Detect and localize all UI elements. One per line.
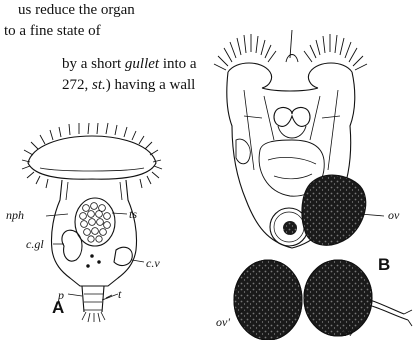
figure-a-cilia: [22, 123, 162, 188]
figure-b-drawing: [214, 30, 412, 340]
leader-p: [68, 294, 82, 296]
leader-nph: [46, 214, 68, 216]
figure-a-drawing: [22, 123, 162, 322]
caption-b: B: [378, 256, 390, 273]
label-ov-prime-bottom: ov': [342, 326, 356, 338]
figure-b-right-cilia: [304, 34, 367, 70]
caption-a: A: [52, 299, 64, 316]
label-ov-prime-left: ov': [216, 316, 230, 328]
label-c-v: c.v: [146, 257, 160, 269]
figure-a-trophi: [80, 203, 111, 243]
label-ov: ov: [388, 209, 399, 221]
label-ts: ts: [129, 208, 137, 220]
leader-cv: [132, 260, 144, 262]
label-t: t: [118, 288, 121, 300]
label-nph: nph: [6, 209, 24, 221]
figure-b-left-cilia: [214, 34, 276, 70]
label-c-gl: c.gl: [26, 238, 44, 250]
